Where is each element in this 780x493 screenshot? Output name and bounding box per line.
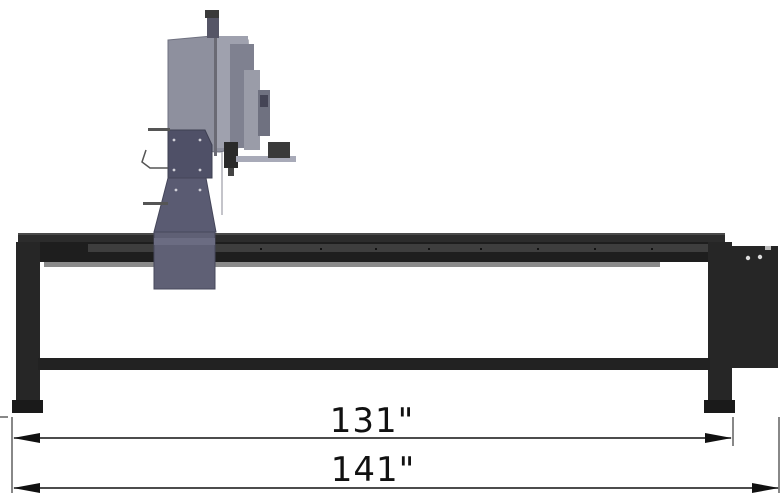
lower-rail-strip <box>44 262 660 267</box>
tool-holder <box>224 142 238 168</box>
upper-beam-rail <box>88 244 723 252</box>
left-leg <box>16 242 40 410</box>
lower-cross-beam <box>38 358 710 370</box>
enclosure-tab-1 <box>765 246 771 250</box>
carriage-bottom-band <box>154 238 215 245</box>
left-foot <box>12 400 43 413</box>
overall-width-label: 141" <box>331 450 416 490</box>
spindle-body <box>244 70 260 150</box>
dim-arrow-overall-right <box>752 483 779 493</box>
z-motor-body <box>207 18 219 38</box>
dim-arrow-inner-right <box>705 433 732 443</box>
enclosure-indicator-2 <box>757 254 763 260</box>
tool-bracket <box>236 156 296 162</box>
spindle-cap <box>260 95 268 107</box>
z-lead-screw <box>214 38 217 156</box>
carriage-front-plate <box>167 129 213 179</box>
z-motor-cap <box>205 10 219 18</box>
dimension-annotations: 131" 141" <box>0 401 780 493</box>
inner-width-label: 131" <box>330 401 415 441</box>
cable-hook <box>141 149 168 169</box>
dim-arrow-overall-left <box>13 483 40 493</box>
electronics-enclosure <box>731 246 778 368</box>
top-rail-highlight <box>18 233 725 235</box>
tool-bracket-block <box>268 142 290 158</box>
left-bracket-upper <box>148 128 170 131</box>
gantry-carriage <box>141 10 296 290</box>
top-rail <box>18 233 725 242</box>
carriage-fasteners <box>172 138 202 192</box>
left-bracket-lower <box>143 202 168 205</box>
right-leg <box>708 242 732 410</box>
right-foot <box>704 400 735 413</box>
tool-tip <box>228 168 234 176</box>
dim-arrow-inner-left <box>13 433 40 443</box>
carriage-skirt <box>153 177 217 233</box>
enclosure-indicator-1 <box>745 255 751 261</box>
table-frame <box>12 233 778 413</box>
